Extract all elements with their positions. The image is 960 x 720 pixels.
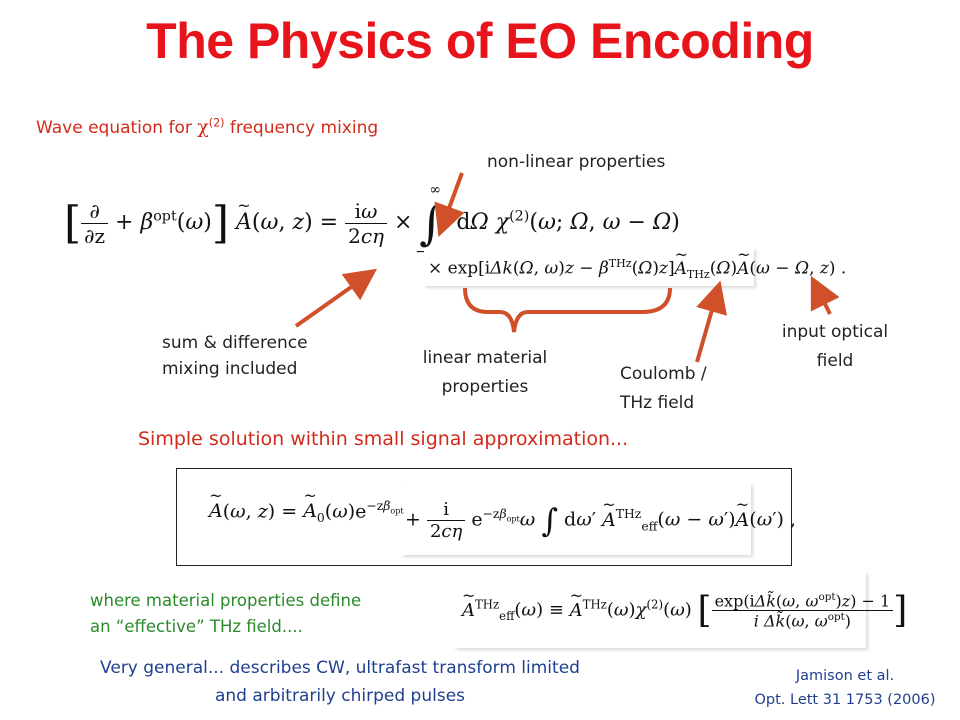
input-optical-label: input optical field (760, 318, 910, 376)
citation-journal: Opt. Lett 31 1753 (2006) (754, 692, 936, 708)
arrow-coulomb (695, 280, 727, 363)
very-general-line1: Very general... describes CW, ultrafast … (100, 658, 580, 678)
sum-diff-line1: sum & difference (162, 333, 308, 353)
linear-line2: properties (441, 377, 529, 397)
chi-symbol: χ (197, 116, 209, 138)
arrow-nonlinear (434, 172, 465, 238)
input-line2: field (816, 351, 854, 371)
wave-equation-label: Wave equation for χ(2) frequency mixing (36, 116, 378, 138)
arrow-sum-difference (294, 268, 378, 328)
input-line1: input optical (781, 322, 889, 342)
linear-line1: linear material (422, 348, 548, 368)
wave-label-prefix: Wave equation for (36, 118, 198, 138)
sum-difference-label: sum & difference mixing included (162, 330, 308, 382)
citation: Jamison et al. Opt. Lett 31 1753 (2006) (740, 664, 950, 712)
citation-authors: Jamison et al. (795, 668, 895, 684)
very-general-line2: and arbitrarily chirped pulses (214, 686, 466, 706)
wave-equation-line2: × exp[iΔk(Ω, ω)z − βTHz(Ω)z]ATHz(Ω)A(ω −… (424, 245, 846, 286)
wave-label-suffix: frequency mixing (224, 118, 379, 138)
where-material-label: where material properties define an “eff… (90, 588, 361, 640)
where-line1: where material properties define (90, 591, 362, 610)
solution-equation-left: A(ω, z) = A0(ω)e−zβopt (209, 486, 404, 525)
coulomb-line2: THz field (620, 393, 695, 413)
nonlinear-properties-label: non-linear properties (487, 152, 666, 172)
linear-properties-brace (463, 287, 672, 333)
chi-superscript: (2) (208, 116, 225, 130)
coulomb-thz-label: Coulomb / THz field (620, 360, 707, 418)
slide-title: The Physics of EO Encoding (146, 13, 814, 69)
sum-diff-line2: mixing included (162, 359, 298, 379)
linear-material-label: linear material properties (400, 344, 570, 402)
coulomb-line1: Coulomb / (620, 364, 707, 384)
effective-field-equation: ATHzeff(ω) ≡ ATHz(ω)χ(2)(ω) [exp(iΔk̃(ω,… (454, 572, 907, 648)
very-general-label: Very general... describes CW, ultrafast … (40, 654, 640, 710)
arrow-input-optical (810, 275, 840, 315)
where-line2: an “effective” THz field.... (90, 617, 303, 636)
simple-solution-label: Simple solution within small signal appr… (138, 428, 629, 450)
